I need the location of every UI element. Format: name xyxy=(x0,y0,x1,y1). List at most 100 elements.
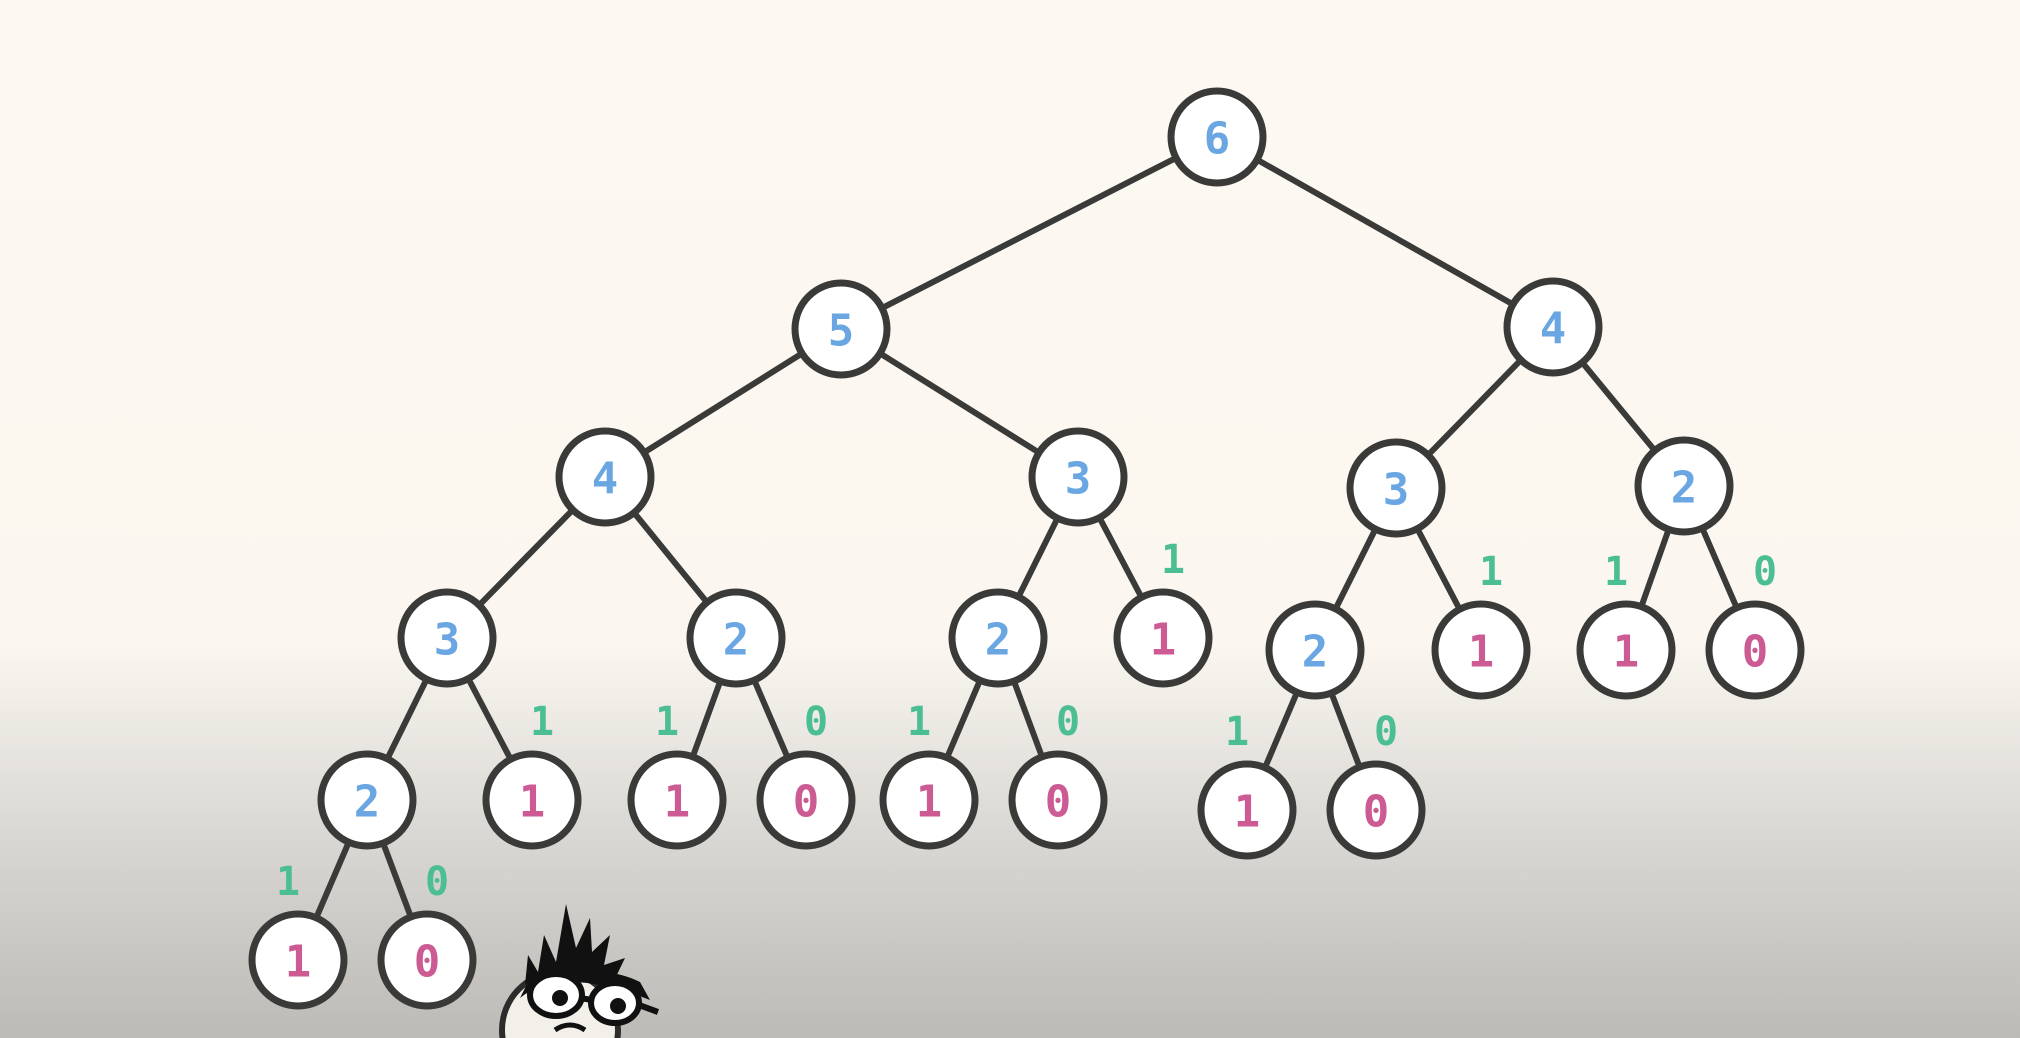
node-circle xyxy=(397,588,497,688)
node-circle xyxy=(1028,427,1128,527)
node-circle xyxy=(948,588,1048,688)
edge-n3c-n2d xyxy=(384,676,430,762)
edge-n2a-l0e xyxy=(751,677,791,761)
cartoon-character-with-glasses-icon xyxy=(499,904,660,1038)
edge-n3b-l1b xyxy=(1414,525,1463,613)
tree-node-n3a: 3 xyxy=(1028,427,1128,527)
node-label: 1 xyxy=(916,777,943,828)
tree-node-n6: 6 xyxy=(1167,87,1267,187)
node-circle xyxy=(1008,750,1108,850)
edge-label: 1 xyxy=(655,699,679,745)
tree-node-l0g: 0 xyxy=(1326,760,1426,860)
edge-n5-n4l xyxy=(640,350,806,456)
node-circle xyxy=(1705,600,1805,700)
node-label: 1 xyxy=(1468,627,1495,678)
tree-node-n2a: 2 xyxy=(686,588,786,688)
edge-n4l-n2a xyxy=(631,509,710,606)
edge-label: 1 xyxy=(907,699,931,745)
node-circle xyxy=(1431,600,1531,700)
edge-n5-n3a xyxy=(877,350,1042,456)
node-circle xyxy=(756,750,856,850)
edge-n2d-l0h xyxy=(380,840,414,920)
edge-n4r-n2r xyxy=(1579,359,1658,454)
edge-label: 0 xyxy=(804,699,828,745)
node-label: 0 xyxy=(1045,777,1072,828)
node-label: 1 xyxy=(1150,615,1177,666)
edge-n6-n4r xyxy=(1254,156,1516,308)
node-label: 1 xyxy=(1613,627,1640,678)
edge-n3a-n2b xyxy=(1015,515,1061,600)
edge-n2b-l1f xyxy=(944,677,983,761)
node-circle xyxy=(1346,438,1446,538)
tree-node-l1b: 1 xyxy=(1431,600,1531,700)
tree-node-l0h: 0 xyxy=(377,910,477,1010)
node-label: 0 xyxy=(793,777,820,828)
edge-n4l-n3c xyxy=(476,506,576,609)
tree-node-n2r: 2 xyxy=(1634,436,1734,536)
edge-n4r-n3b xyxy=(1425,356,1524,459)
node-label: 6 xyxy=(1204,114,1231,165)
edge-label: 1 xyxy=(530,699,554,745)
node-label: 2 xyxy=(354,777,381,828)
edge-n2b-l0f xyxy=(1010,678,1046,760)
edge-n2c-l0g xyxy=(1328,689,1363,771)
tree-node-l0f: 0 xyxy=(1008,750,1108,850)
node-label: 3 xyxy=(1383,465,1410,516)
tree-node-n3b: 3 xyxy=(1346,438,1446,538)
node-label: 5 xyxy=(828,306,855,357)
node-circle xyxy=(1326,760,1426,860)
edge-n2r-l0c xyxy=(1699,525,1740,611)
node-circle xyxy=(686,588,786,688)
edge-label: 1 xyxy=(1161,537,1185,583)
node-label: 3 xyxy=(434,615,461,666)
tree-node-l1h: 1 xyxy=(248,910,348,1010)
node-circle xyxy=(1634,436,1734,536)
tree-node-n2b: 2 xyxy=(948,588,1048,688)
edge-label: 0 xyxy=(1374,709,1398,755)
edge-labels-layer: 1 1 1 0 1 1 0 1 0 1 0 1 0 xyxy=(276,537,1777,905)
node-circle xyxy=(248,910,348,1010)
node-label: 4 xyxy=(1540,304,1567,355)
tree-node-l1e: 1 xyxy=(627,750,727,850)
tree-node-l1a: 1 xyxy=(1113,588,1213,688)
node-circle xyxy=(1113,588,1213,688)
edge-n3a-l1a xyxy=(1096,514,1145,601)
edge-n2d-l1h xyxy=(313,839,352,921)
node-label: 1 xyxy=(519,777,546,828)
node-label: 2 xyxy=(985,615,1012,666)
tree-node-n3c: 3 xyxy=(397,588,497,688)
node-label: 2 xyxy=(1671,463,1698,514)
tree-node-l1c: 1 xyxy=(1576,600,1676,700)
edge-n2r-l1c xyxy=(1638,526,1672,610)
node-circle xyxy=(791,279,891,379)
node-circle xyxy=(1197,760,1297,860)
node-circle xyxy=(1167,87,1267,187)
node-label: 3 xyxy=(1065,454,1092,505)
edge-label: 0 xyxy=(425,859,449,905)
tree-node-l1g: 1 xyxy=(1197,760,1297,860)
edge-n2c-l1g xyxy=(1261,689,1301,771)
edge-label: 0 xyxy=(1056,699,1080,745)
node-label: 4 xyxy=(592,454,619,505)
edges-layer xyxy=(313,154,1740,921)
tree-node-l0e: 0 xyxy=(756,750,856,850)
node-label: 0 xyxy=(1363,787,1390,838)
tree-node-n4l: 4 xyxy=(555,427,655,527)
edge-n6-n5 xyxy=(878,154,1180,312)
node-label: 1 xyxy=(664,777,691,828)
node-label: 1 xyxy=(1234,787,1261,838)
tree-node-n2c: 2 xyxy=(1265,600,1365,700)
edge-n3c-l1d xyxy=(465,675,514,763)
tree-node-l1f: 1 xyxy=(879,750,979,850)
edge-label: 1 xyxy=(1479,549,1503,595)
node-circle xyxy=(1503,277,1603,377)
node-circle xyxy=(317,750,417,850)
edge-label: 1 xyxy=(1604,549,1628,595)
edge-label: 1 xyxy=(276,859,300,905)
node-circle xyxy=(1265,600,1365,700)
node-circle xyxy=(879,750,979,850)
edge-label: 0 xyxy=(1753,549,1777,595)
